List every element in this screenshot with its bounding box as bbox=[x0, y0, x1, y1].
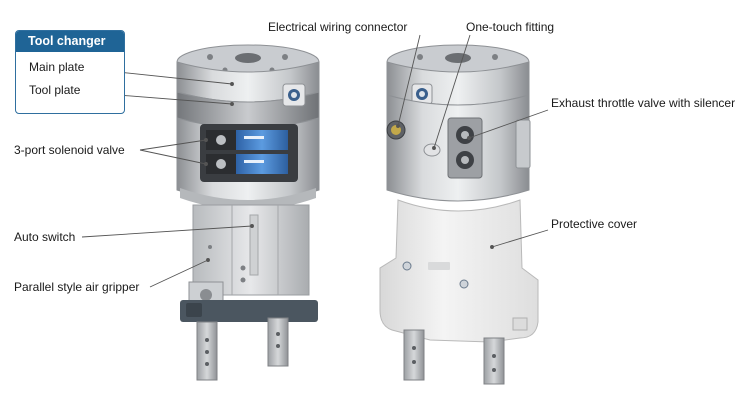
leader-exhaust bbox=[468, 109, 549, 139]
leader-main-plate bbox=[117, 71, 233, 85]
leader-auto-switch bbox=[81, 225, 253, 238]
solenoid-valve-upper bbox=[206, 130, 288, 150]
leader-tool-plate bbox=[117, 94, 233, 105]
one-touch-fitting bbox=[423, 143, 441, 157]
label-wiring-connector: Electrical wiring connector bbox=[268, 20, 408, 34]
label-parallel-gripper: Parallel style air gripper bbox=[14, 280, 140, 294]
leader-lines bbox=[81, 34, 549, 288]
label-solenoid-valve: 3-port solenoid valve bbox=[14, 143, 125, 157]
main-plate-bore bbox=[235, 53, 261, 63]
tool-changer-legend: Tool changer Main plate Tool plate bbox=[15, 30, 125, 114]
leader-fitting bbox=[433, 34, 471, 149]
right-assembly bbox=[379, 44, 539, 385]
leader-gripper bbox=[149, 259, 209, 288]
gripper-jaw-band bbox=[180, 300, 318, 322]
label-protective-cover: Protective cover bbox=[551, 217, 638, 231]
leader-wiring bbox=[397, 34, 421, 127]
label-main-plate: Main plate bbox=[29, 60, 85, 74]
left-assembly bbox=[176, 44, 320, 381]
protective-cover bbox=[379, 199, 539, 343]
finger-right bbox=[267, 317, 289, 367]
leader-cover bbox=[491, 229, 549, 248]
leader-solenoid bbox=[139, 139, 207, 165]
label-tool-plate: Tool plate bbox=[29, 83, 81, 97]
label-exhaust-valve: Exhaust throttle valve with silencer bbox=[551, 96, 736, 110]
legend-title: Tool changer bbox=[16, 31, 124, 52]
label-one-touch-fitting: One-touch fitting bbox=[466, 20, 555, 34]
label-auto-switch: Auto switch bbox=[14, 230, 76, 244]
solenoid-valve-lower bbox=[206, 154, 288, 174]
